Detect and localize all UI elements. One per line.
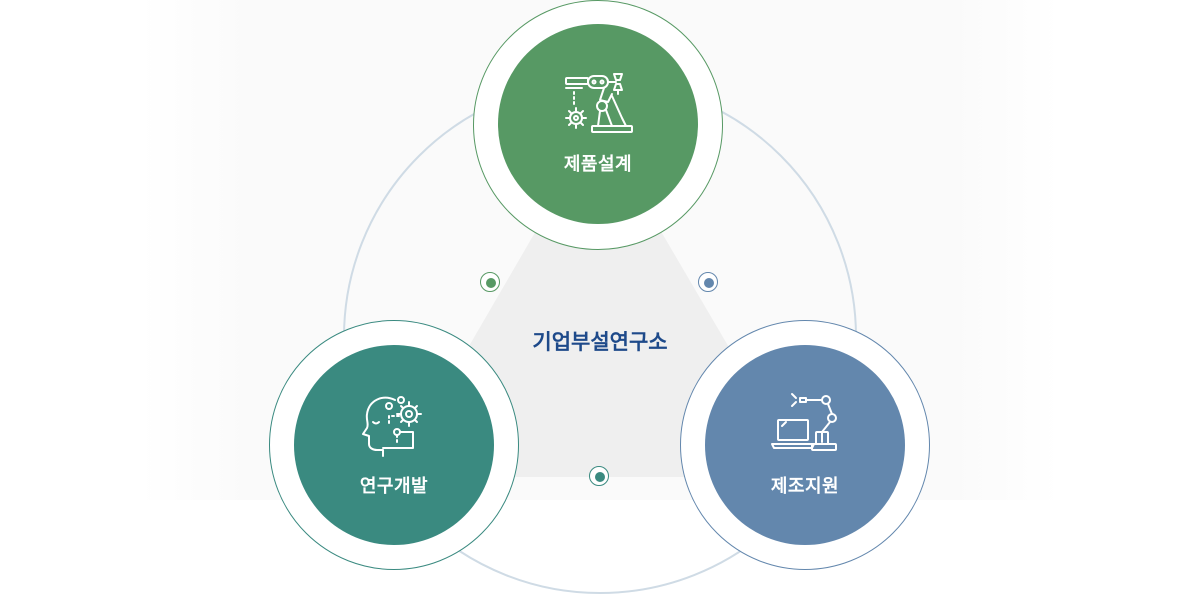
node-research[interactable]: 연구개발: [294, 345, 494, 545]
head-gear-icon: [359, 392, 429, 458]
robot-arm-gear-icon: [560, 72, 636, 136]
center-label: 기업부설연구소: [532, 331, 668, 354]
node-research-label: 연구개발: [359, 476, 429, 496]
connector-dot-bottom: [589, 466, 609, 486]
connector-dot-right: [698, 272, 718, 292]
node-design-label: 제품설계: [563, 154, 633, 174]
node-manufacturing[interactable]: 제조지원: [705, 345, 905, 545]
laptop-robot-arm-icon: [770, 392, 840, 458]
node-manufacturing-label: 제조지원: [770, 476, 840, 496]
node-design[interactable]: 제품설계: [498, 24, 698, 224]
connector-dot-left: [480, 272, 500, 292]
